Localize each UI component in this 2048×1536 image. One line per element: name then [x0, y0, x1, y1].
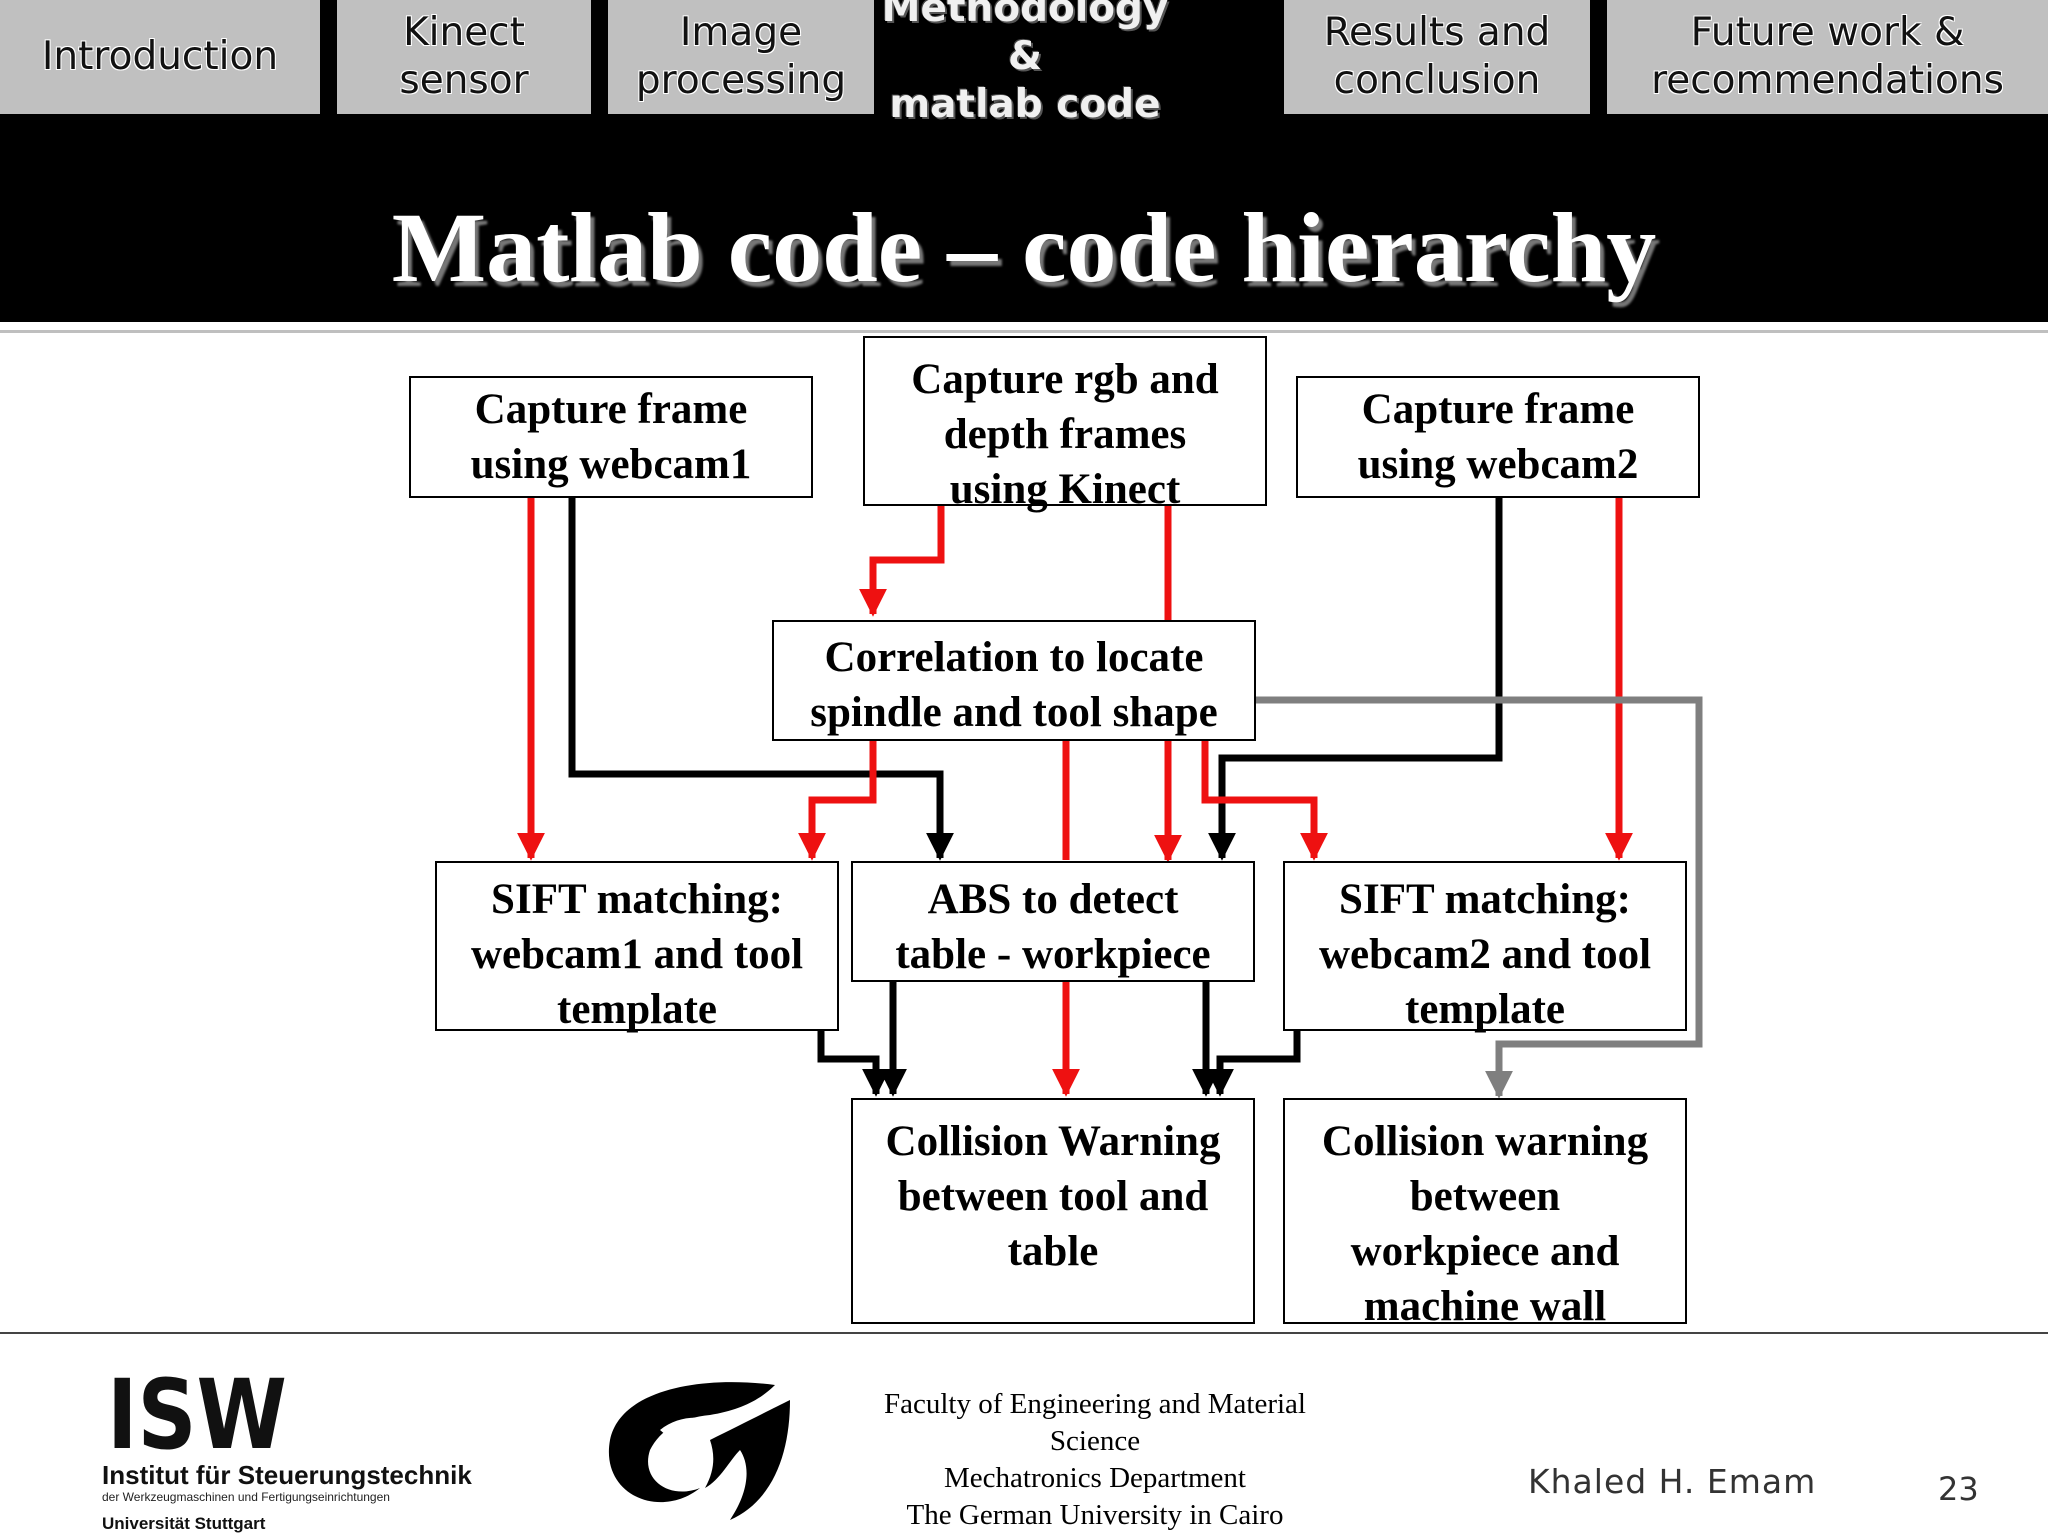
title-divider — [0, 330, 2048, 333]
node-abs-table: ABS to detect table - workpiece — [851, 861, 1255, 982]
edge-webcam1-abs — [568, 498, 954, 861]
footer-faculty-line-2: Science — [1049, 1425, 1141, 1457]
institute-name: Institut für Steuerungstechnik — [102, 1460, 472, 1490]
isw-logo-text: ISW — [107, 1370, 287, 1452]
institute-subtitle: der Werkzeugmaschinen und Fertigungseinr… — [102, 1490, 390, 1504]
tab-introduction[interactable]: Introduction — [0, 0, 320, 114]
edge-sift1-collision-tool — [817, 1031, 890, 1097]
slide-title: Matlab code – code hierarchy — [391, 192, 1657, 303]
footer-department: Mechatronics Department — [944, 1462, 1246, 1494]
node-capture-webcam2: Capture frame using webcam2 — [1296, 376, 1700, 498]
node-sift-webcam1: SIFT matching: webcam1 and tool template — [435, 861, 839, 1033]
edge-correlation-sift1 — [798, 741, 877, 861]
tab-future-work[interactable]: Future work & recommendations — [1607, 0, 2048, 114]
edge-sift2-collision-tool — [1206, 1025, 1301, 1097]
footer-divider — [0, 1332, 2048, 1334]
guc-logo — [608, 1382, 790, 1520]
node-capture-webcam1: Capture frame using webcam1 — [409, 376, 813, 498]
tab-kinect-sensor[interactable]: Kinect sensor — [337, 0, 591, 114]
tab-results[interactable]: Results and conclusion — [1284, 0, 1590, 114]
node-collision-tool-table: Collision Warning between tool and table — [851, 1098, 1255, 1324]
author-name: Khaled H. Emam — [1528, 1462, 1817, 1501]
footer-university: The German University in Cairo — [906, 1499, 1284, 1531]
node-correlation: Correlation to locate spindle and tool s… — [772, 620, 1256, 741]
edge-kinect-correlation — [859, 506, 945, 617]
tab-image-processing[interactable]: Image processing — [608, 0, 874, 114]
footer-faculty-line-1: Faculty of Engineering and Material — [884, 1388, 1306, 1420]
edge-correlation-sift2 — [1201, 741, 1328, 861]
university-name: Universität Stuttgart — [102, 1514, 266, 1533]
node-sift-webcam2: SIFT matching: webcam2 and tool template — [1283, 861, 1687, 1033]
node-capture-kinect: Capture rgb and depth frames using Kinec… — [863, 336, 1267, 513]
edge-webcam2-abs — [1208, 498, 1503, 861]
page-number: 23 — [1938, 1470, 1979, 1508]
edge-correlation-collision-wall — [1255, 696, 1703, 1099]
node-collision-workpiece-wall: Collision warning between workpiece and … — [1283, 1098, 1687, 1330]
isw-logo: ISW — [107, 1370, 287, 1452]
